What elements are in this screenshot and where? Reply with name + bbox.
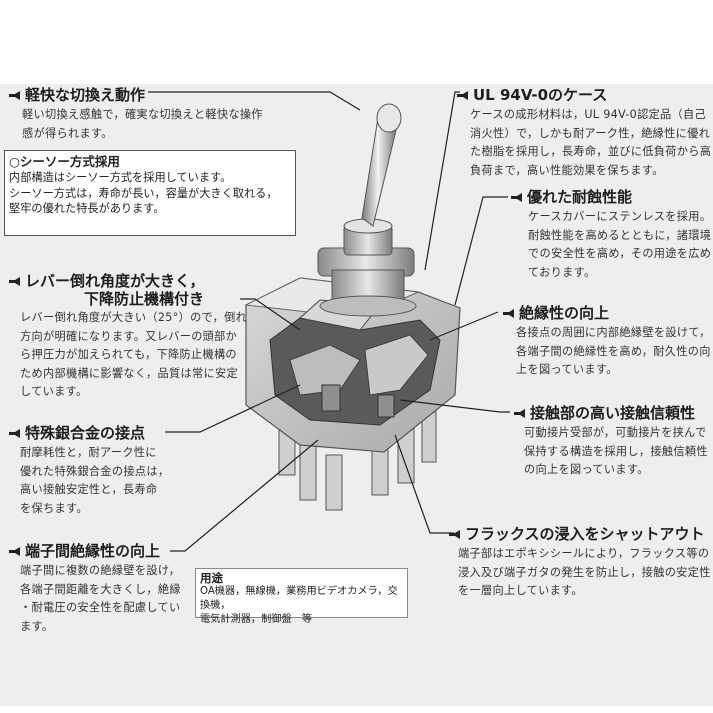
body-terminal-insulation: 端子間に複数の絶縁壁を設け， 各端子間距離を大きくし，絶縁 ・耐電圧の安全性を配… (20, 562, 181, 636)
seesaw-title: ○シーソー方式採用 (9, 154, 120, 169)
bullet-icon (9, 547, 20, 556)
heading-text: 端子間絶縁性の向上 (25, 542, 161, 560)
body-line: 各端子間の絶縁性を高め，耐久性の向 (516, 344, 711, 358)
body-line: 軽い切換え感触で，確実な切換えと軽快な操作 (22, 108, 263, 121)
bullet-icon (9, 91, 20, 100)
seesaw-line: 内部構造はシーソー方式を採用しています。 (9, 171, 232, 184)
body-line: を一層向上しています。 (458, 584, 583, 597)
body-line: 上を図っています。 (516, 363, 618, 376)
body-line: ます。 (20, 619, 54, 633)
bullet-icon (511, 193, 522, 202)
body-line: を保ちます。 (20, 501, 88, 515)
heading-text: 軽快な切換え動作 (25, 86, 146, 104)
heading-silver-alloy: 特殊銀合金の接点 (8, 424, 145, 442)
heading-lever-line2: 下降防止機構付き (84, 290, 204, 308)
body-line: 負荷まで，高い性能効果を保ちます。 (470, 163, 664, 177)
body-line: ら押圧力が加えられても，下降防止機構の (20, 348, 237, 361)
heading-text: フラックスの浸入をシャットアウト (465, 525, 705, 543)
heading-text: 優れた耐蝕性能 (527, 188, 633, 206)
body-insulation: 各接点の周囲に内部絶縁壁を設けて， 各端子間の絶縁性を高め，耐久性の向 上を図っ… (516, 324, 711, 380)
usage-line: 電気計測器，制御盤 等 (200, 614, 313, 625)
seesaw-line: 堅牢の優れた特長があります。 (9, 202, 165, 215)
body-line: 端子間に複数の絶縁壁を設け， (20, 564, 181, 577)
heading-text: UL 94V-0のケース (473, 86, 608, 104)
body-silver-alloy: 耐摩耗性と，耐アーク性に 優れた特殊銀合金の接点は， 高い接触安定性と，長寿命 … (20, 444, 169, 518)
body-line: 消火性）で，しかも耐アーク性，絶縁性に優れ (470, 126, 711, 140)
heading-text: 絶縁性の向上 (519, 304, 610, 322)
usage-box: 用途 OA機器，無線機，業務用ビデオカメラ，交換機， 電気計測器，制御盤 等 (195, 568, 408, 625)
body-line: 耐摩耗性と，耐アーク性に (20, 446, 157, 459)
body-line: 耐蝕性能を高めるとともに，諸環境 (528, 228, 712, 242)
leader-lines (148, 91, 510, 552)
heading-terminal-insulation: 端子間絶縁性の向上 (8, 542, 160, 560)
body-line: 感が得られます。 (22, 126, 113, 140)
body-flux: 端子部はエポキシシールにより，フラックス等の 浸入及び端子ガタの発生を防止し，接… (458, 545, 711, 601)
heading-ul: UL 94V-0のケース (456, 86, 607, 104)
heading-switching: 軽快な切換え動作 (8, 86, 145, 104)
heading-contact-reliability: 接触部の高い接触信頼性 (513, 404, 695, 422)
body-line: ケースの成形材料は，UL 94V-0認定品（自己 (470, 108, 707, 121)
heading-lever: レバー倒れ角度が大きく， (8, 272, 205, 290)
bullet-icon (449, 530, 460, 539)
bullet-icon (9, 429, 20, 438)
bullet-icon (9, 277, 20, 286)
body-line: 優れた特殊銀合金の接点は， (20, 464, 170, 478)
body-line: 高い接触安定性と，長寿命 (20, 483, 158, 496)
terminal-pins (278, 411, 437, 511)
body-line: の向上を図っています。 (524, 463, 649, 476)
body-contact-reliability: 可動接片受部が，可動接片を挟んで 保持する構造を採用し，接触信頼性 の向上を図っ… (524, 424, 708, 480)
body-line: での安全性を高め，その用途を広め (528, 247, 712, 260)
body-switching: 軽い切換え感触で，確実な切換えと軽快な操作 感が得られます。 (22, 106, 263, 143)
heading-text: 下降防止機構付き (84, 290, 205, 308)
bushing-and-nut (317, 218, 417, 317)
body-line: 方向が明確になります。又レバーの頭部か (20, 329, 238, 343)
body-corrosion: ケースカバーにステンレスを採用。 耐蝕性能を高めるとともに，諸環境 での安全性を… (528, 208, 711, 282)
usage-title: 用途 (200, 571, 223, 585)
body-line: レバー倒れ角度が大きい（25°）ので，倒れ (20, 311, 248, 324)
body-line: ケースカバーにステンレスを採用。 (528, 210, 712, 223)
heading-corrosion: 優れた耐蝕性能 (510, 188, 632, 206)
usage-line: OA機器，無線機，業務用ビデオカメラ，交換機， (200, 586, 398, 611)
body-line: しています。 (20, 385, 88, 398)
body-line: 各接点の周囲に内部絶縁壁を設けて， (516, 326, 711, 339)
body-line: 可動接片受部が，可動接片を挟んで (524, 426, 707, 439)
seesaw-line: シーソー方式は，寿命が長い，容量が大きく取れる， (9, 186, 278, 200)
heading-text: 接触部の高い接触信頼性 (530, 404, 696, 422)
body-line: た樹脂を採用し，長寿命，並びに低負荷から高 (470, 145, 712, 158)
body-line: 保持する構造を採用し，接触信頼性 (524, 444, 708, 458)
body-line: 浸入及び端子ガタの発生を防止し，接触の安定性 (458, 565, 711, 579)
bullet-icon (503, 309, 514, 318)
body-line: ております。 (528, 265, 596, 279)
body-line: ため内部機構に影響なく，品質は常に安定 (20, 366, 238, 380)
body-lever: レバー倒れ角度が大きい（25°）ので，倒れ 方向が明確になります。又レバーの頭部… (20, 309, 247, 402)
lever (361, 103, 402, 227)
heading-text: 特殊銀合金の接点 (25, 424, 146, 442)
bullet-icon (457, 91, 468, 100)
body-line: ・耐電圧の安全性を配慮してい (20, 601, 181, 614)
heading-flux: フラックスの浸入をシャットアウト (448, 525, 705, 543)
bullet-icon (514, 409, 525, 418)
body-line: 各端子間距離を大きくし，絶縁 (20, 582, 181, 596)
heading-text: レバー倒れ角度が大きく， (25, 272, 205, 290)
seesaw-info-box: ○シーソー方式採用 内部構造はシーソー方式を採用しています。 シーソー方式は，寿… (4, 150, 296, 236)
body-ul: ケースの成形材料は，UL 94V-0認定品（自己 消火性）で，しかも耐アーク性，… (470, 106, 711, 180)
heading-insulation: 絶縁性の向上 (502, 304, 609, 322)
body-line: 端子部はエポキシシールにより，フラックス等の (458, 547, 710, 560)
